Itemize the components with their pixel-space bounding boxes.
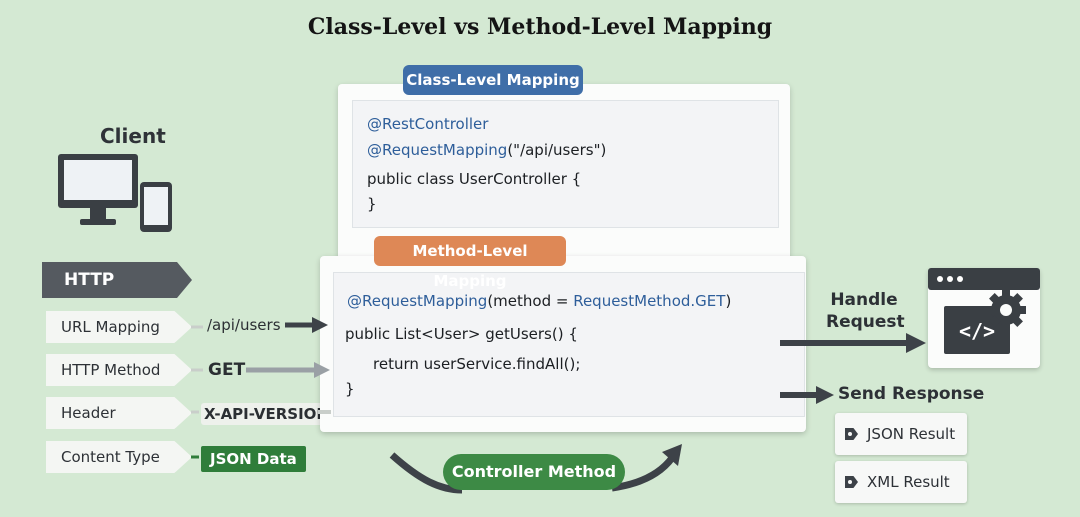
- method-body: return userService.findAll();: [373, 355, 581, 373]
- url-value: /api/users: [207, 316, 281, 334]
- handle-request-label: Handle Request: [826, 290, 905, 332]
- computer-icon: [58, 154, 172, 232]
- class-request-mapping-args: ("/api/users"): [507, 141, 607, 159]
- method-request-mapping-annotation: @RequestMapping: [347, 292, 488, 310]
- xml-result-label: XML Result: [867, 473, 950, 491]
- method-request-mapping-end: ): [725, 292, 732, 310]
- class-level-code-box: [352, 100, 779, 228]
- header-tag: Header: [46, 397, 192, 429]
- class-request-mapping-annotation: @RequestMapping: [367, 141, 508, 159]
- diagram-title: Class-Level vs Method-Level Mapping: [307, 14, 773, 40]
- method-request-mapping-mid: (method =: [487, 292, 574, 310]
- class-request-mapping-line: @RequestMapping("/api/users"): [367, 141, 606, 159]
- method-request-mapping-value: RequestMethod.GET: [573, 292, 726, 310]
- controller-method-label: Controller Method: [443, 454, 625, 490]
- class-closing-brace: }: [367, 195, 377, 213]
- tag-icon: [845, 428, 858, 440]
- client-label: Client: [100, 124, 166, 148]
- code-gear-icon: </>: [928, 268, 1040, 354]
- method-level-label: Method-Level Mapping: [374, 236, 566, 290]
- class-level-label: Class-Level Mapping: [403, 65, 583, 95]
- class-declaration: public class UserController {: [367, 170, 582, 188]
- method-request-mapping-line: @RequestMapping(method = RequestMethod.G…: [347, 292, 731, 310]
- method-signature: public List<User> getUsers() {: [345, 325, 578, 343]
- url-mapping-tag: URL Mapping: [46, 311, 192, 343]
- http-request-banner: HTTP Request: [42, 262, 192, 298]
- header-value: X-API-VERSION=1: [201, 403, 355, 425]
- rest-controller-annotation: @RestController: [367, 115, 489, 133]
- method-closing-brace: }: [345, 380, 355, 398]
- http-method-tag: HTTP Method: [46, 354, 192, 386]
- content-type-tag: Content Type: [46, 441, 192, 473]
- http-method-value: GET: [208, 360, 246, 380]
- json-result-card: JSON Result: [835, 413, 967, 455]
- xml-result-card: XML Result: [835, 461, 967, 503]
- content-type-badge: JSON Data: [201, 446, 306, 472]
- handler-window: </>: [928, 268, 1040, 368]
- send-response-label: Send Response: [838, 384, 985, 404]
- json-result-label: JSON Result: [867, 425, 956, 443]
- method-level-code-box: [333, 272, 805, 417]
- tag-icon: [845, 476, 858, 488]
- svg-text:</>: </>: [959, 319, 995, 343]
